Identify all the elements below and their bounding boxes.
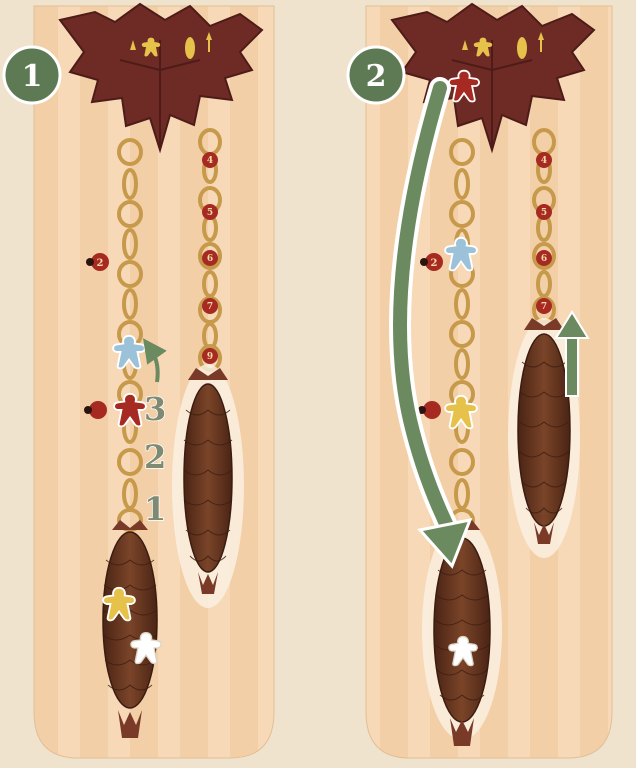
- right-chain-marker: 9: [207, 352, 213, 362]
- panel-2: 4 5 6 7 2: [348, 4, 612, 758]
- move-number: 1: [144, 490, 166, 528]
- step-badge: 2: [348, 47, 404, 103]
- right-chain-marker: 4: [207, 156, 213, 166]
- right-chain-marker: 7: [207, 302, 213, 312]
- right-chain-marker: 5: [207, 208, 213, 218]
- right-chain-marker: 5: [541, 208, 547, 218]
- right-chain-marker: 7: [541, 302, 547, 312]
- move-number: 3: [144, 390, 166, 428]
- svg-text:2: 2: [366, 59, 387, 94]
- svg-text:2: 2: [97, 258, 104, 269]
- pinecone-icon: [172, 364, 244, 608]
- svg-text:1: 1: [22, 59, 43, 94]
- step-badge: 1: [4, 47, 60, 103]
- move-number: 2: [144, 438, 166, 476]
- right-chain-marker: 6: [541, 254, 547, 264]
- right-chain-marker: 6: [207, 254, 213, 264]
- svg-text:2: 2: [431, 258, 438, 269]
- panel-1: 4 5 6 7 9 2: [4, 4, 274, 758]
- right-chain-marker: 4: [541, 156, 547, 166]
